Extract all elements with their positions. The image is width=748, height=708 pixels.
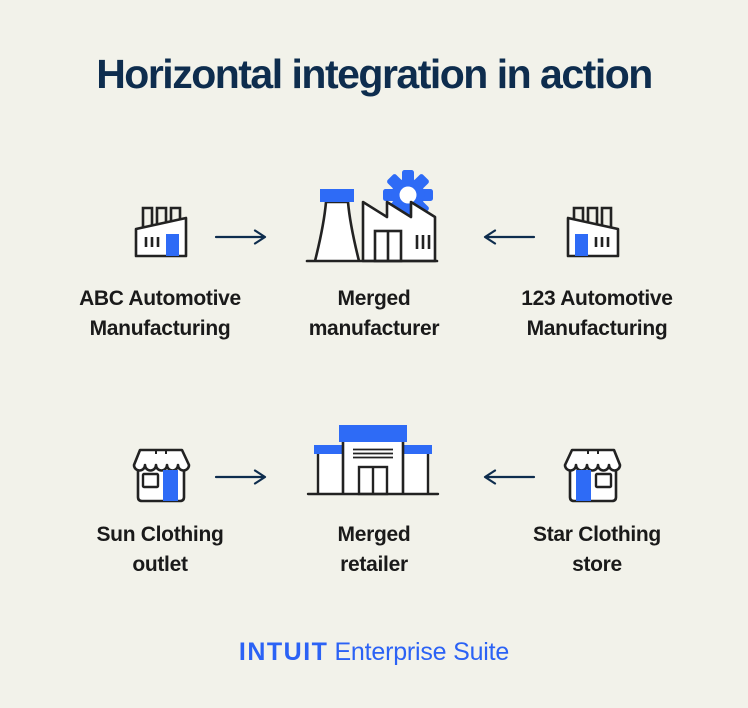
- factory-icon: [130, 204, 192, 262]
- label-sun-clothing: Sun Clothing outlet: [40, 520, 280, 580]
- label-line: 123 Automotive: [521, 287, 673, 310]
- storefront-icon: [130, 447, 192, 503]
- merged-factory-gear-icon: [305, 169, 439, 265]
- merged-storefront-icon: [306, 423, 440, 497]
- page-title: Horizontal integration in action: [96, 51, 653, 97]
- factory-icon-mirrored: [562, 204, 624, 262]
- arrow-right-icon: [214, 228, 268, 246]
- label-star-clothing: Star Clothing store: [477, 520, 717, 580]
- intuit-wordmark: INTUIT: [238, 638, 329, 666]
- label-line: store: [572, 553, 622, 576]
- product-name: Enterprise Suite: [334, 638, 510, 666]
- label-abc-automotive: ABC Automotive Manufacturing: [40, 284, 280, 344]
- label-line: Manufacturing: [526, 317, 668, 340]
- label-merged-retailer: Merged retailer: [254, 520, 494, 580]
- label-line: Sun Clothing: [96, 523, 224, 546]
- arrow-right-icon: [214, 468, 268, 486]
- label-line: Star Clothing: [533, 523, 661, 546]
- arrow-left-icon: [482, 228, 536, 246]
- label-line: outlet: [132, 553, 188, 576]
- label-line: retailer: [340, 553, 408, 576]
- label-line: Manufacturing: [89, 317, 231, 340]
- label-line: Merged: [337, 287, 411, 310]
- label-line: manufacturer: [308, 317, 440, 340]
- label-merged-manufacturer: Merged manufacturer: [254, 284, 494, 344]
- label-123-automotive: 123 Automotive Manufacturing: [477, 284, 717, 344]
- arrow-left-icon: [482, 468, 536, 486]
- label-line: ABC Automotive: [79, 287, 241, 310]
- storefront-icon-mirrored: [562, 447, 624, 503]
- label-line: Merged: [337, 523, 411, 546]
